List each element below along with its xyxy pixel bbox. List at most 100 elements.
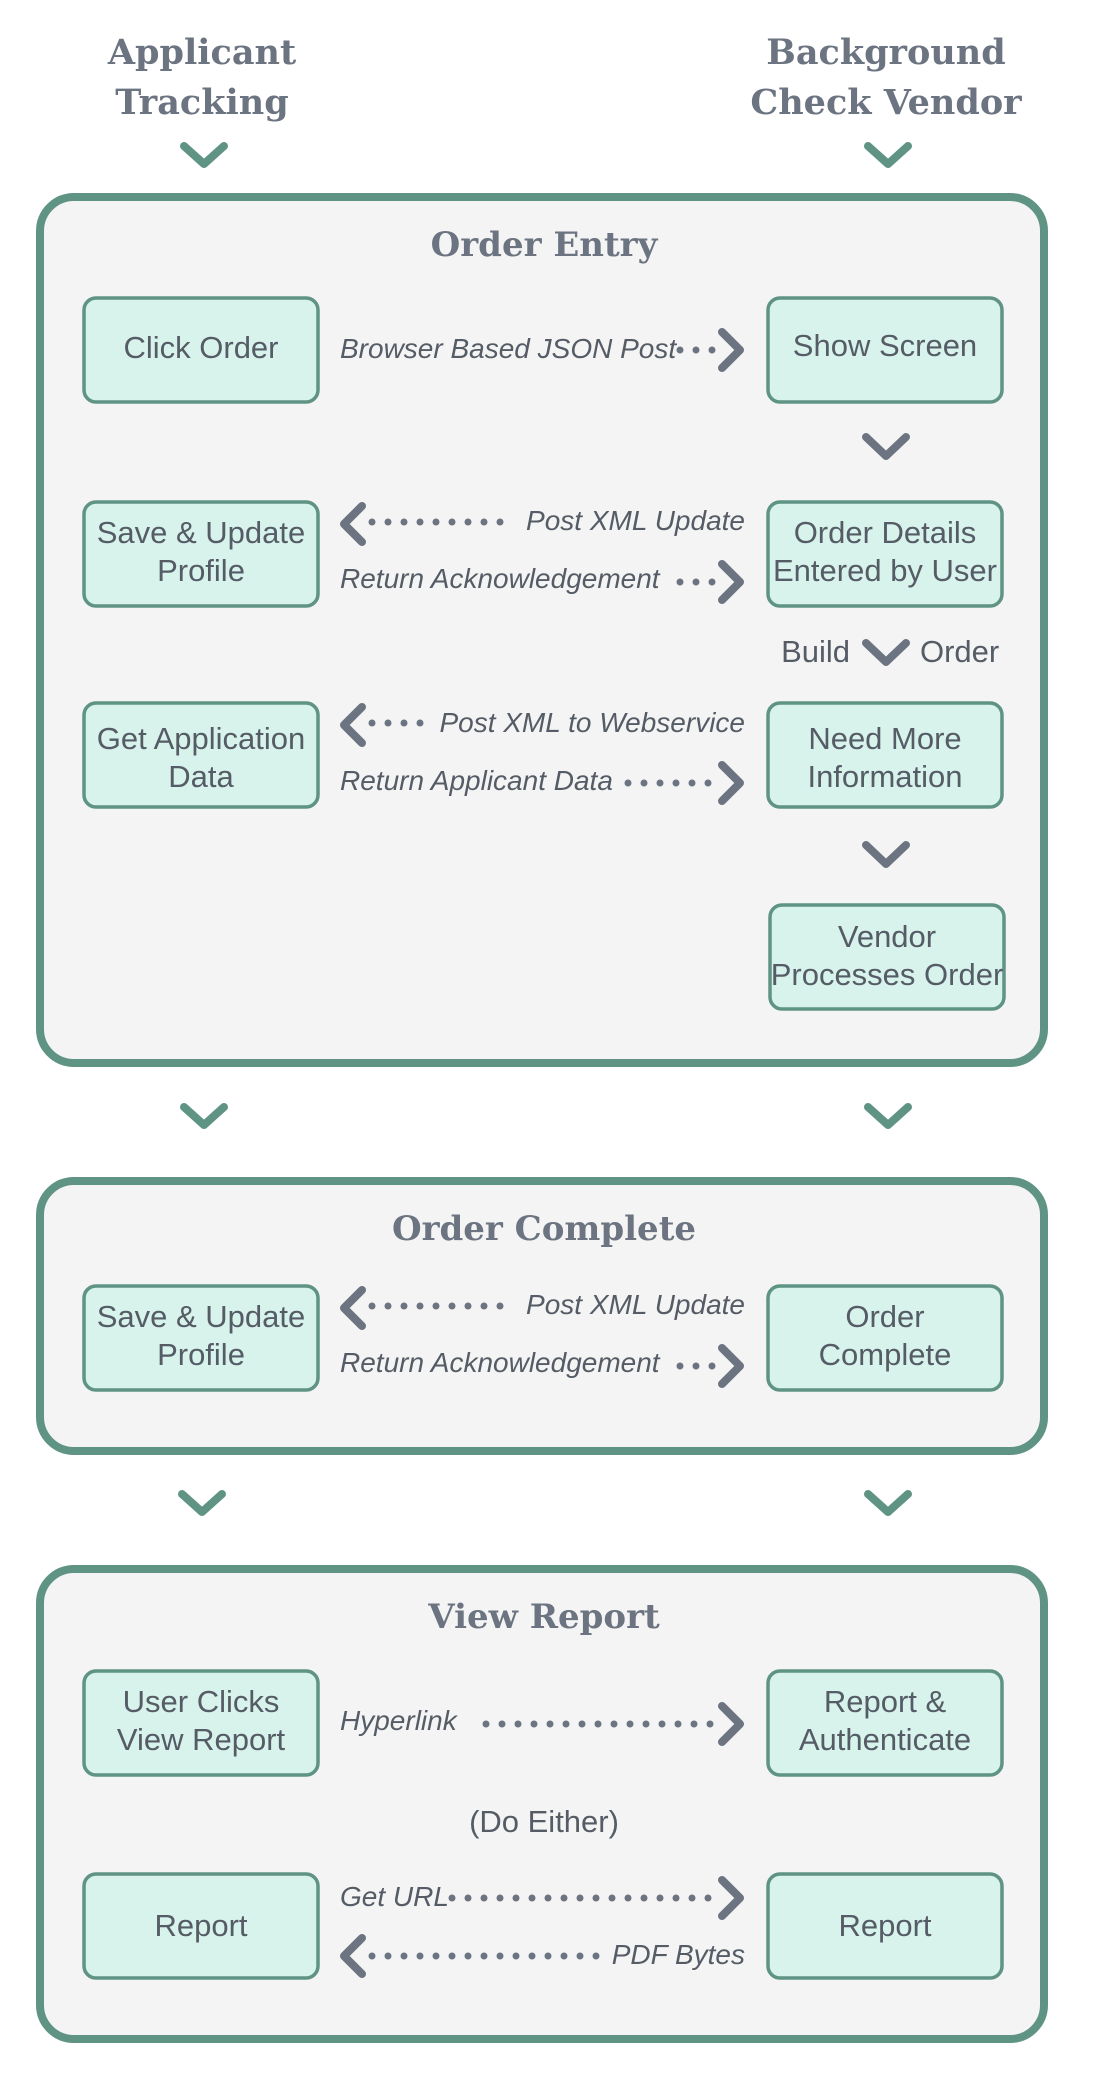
arrow-left: [340, 1286, 516, 1330]
arrow-left-icon: [340, 502, 366, 546]
node-vendor-processes-order: Vendor Processes Order: [768, 903, 1006, 1011]
node-label: Order: [845, 1299, 924, 1334]
node-label: Get Application: [97, 721, 306, 756]
section-order-complete: Order Complete Save & Update Profile Pos…: [36, 1177, 1048, 1455]
edge-label-return-applicant-data: Return Applicant Data: [340, 765, 613, 796]
build-label: Build: [781, 634, 850, 669]
lane-title-line-2: Check Vendor: [750, 82, 1022, 123]
node-box: [766, 500, 1004, 608]
node-label: User Clicks: [123, 1684, 280, 1719]
chevron-down-icon: [180, 1103, 228, 1129]
chevron-down-icon: [864, 1490, 912, 1516]
node-label: Click Order: [123, 330, 278, 365]
lane-title-line-1: Applicant: [107, 32, 296, 73]
node-need-more-information: Need More Information: [766, 701, 1004, 809]
node-label: Profile: [157, 1337, 245, 1372]
edge-label-post-xml-update: Post XML Update: [526, 1289, 745, 1320]
edge-label-browser-json-post: Browser Based JSON Post: [340, 333, 677, 364]
node-box: [766, 1669, 1004, 1777]
edge-label-get-url: Get URL: [340, 1881, 449, 1912]
node-box: [82, 1284, 320, 1392]
arrow-left: [340, 703, 432, 747]
chevron-down-icon: [862, 433, 910, 460]
node-save-update-profile: Save & Update Profile: [82, 1284, 320, 1392]
node-label: Information: [807, 759, 962, 794]
section-title: Order Complete: [392, 1209, 696, 1249]
node-box: [766, 1872, 1004, 1980]
arrow-right-icon: [718, 1702, 744, 1746]
node-click-order: Click Order: [82, 296, 320, 404]
node-box: [766, 296, 1004, 404]
edge-label-hyperlink: Hyperlink: [340, 1705, 459, 1736]
edge-label-return-acknowledgement: Return Acknowledgement: [340, 563, 661, 594]
node-box: [82, 1872, 320, 1980]
do-either-label: (Do Either): [469, 1804, 619, 1839]
arrow-right-icon: [718, 1876, 744, 1920]
edge-label-pdf-bytes: PDF Bytes: [612, 1939, 745, 1970]
edge-label-return-acknowledgement: Return Acknowledgement: [340, 1347, 661, 1378]
node-report-authenticate: Report & Authenticate: [766, 1669, 1004, 1777]
arrow-right: [676, 1344, 744, 1388]
arrow-right: [482, 1702, 744, 1746]
chevron-down-icon: [864, 1103, 912, 1129]
node-label: View Report: [117, 1722, 286, 1757]
chevron-down-icon: [864, 142, 912, 168]
arrow-left: [340, 502, 516, 546]
node-order-complete: Order Complete: [766, 1284, 1004, 1392]
node-label: Order Details: [794, 515, 977, 550]
node-label: Processes Order: [771, 957, 1004, 992]
lane-title-line-2: Tracking: [115, 82, 288, 123]
order-label: Order: [920, 634, 999, 669]
arrow-left: [340, 1934, 606, 1978]
arrow-right: [448, 1876, 744, 1920]
arrow-left-icon: [340, 703, 366, 747]
arrow-right-icon: [718, 560, 744, 604]
node-label: Show Screen: [793, 328, 977, 363]
node-show-screen: Show Screen: [766, 296, 1004, 404]
section-title: View Report: [427, 1597, 660, 1637]
edge-label-post-xml-update: Post XML Update: [526, 505, 745, 536]
node-box: [82, 701, 320, 809]
arrow-right: [676, 328, 744, 372]
node-get-application-data: Get Application Data: [82, 701, 320, 809]
arrow-left-icon: [340, 1934, 366, 1978]
section-panel: [36, 193, 1048, 1067]
node-box: [768, 903, 1006, 1011]
chevron-down-icon: [180, 142, 228, 168]
lane-header-background-check-vendor: Background Check Vendor: [750, 32, 1022, 168]
node-report-right: Report: [766, 1872, 1004, 1980]
node-label: Vendor: [838, 919, 936, 954]
node-label: Report &: [824, 1684, 947, 1719]
node-label: Data: [168, 759, 234, 794]
arrow-right-icon: [718, 328, 744, 372]
node-label: Need More: [808, 721, 961, 756]
lane-title-line-1: Background: [766, 32, 1005, 73]
node-order-details: Order Details Entered by User: [766, 500, 1004, 608]
lane-header-applicant-tracking: Applicant Tracking: [107, 32, 296, 168]
node-box: [82, 500, 320, 608]
node-report-left: Report: [82, 1872, 320, 1980]
chevron-down-icon: [178, 1490, 226, 1516]
arrow-right-icon: [718, 761, 744, 805]
node-label: Report: [154, 1908, 247, 1943]
node-user-clicks-view-report: User Clicks View Report: [82, 1669, 320, 1777]
edge-label-post-xml-webservice: Post XML to Webservice: [439, 707, 745, 738]
arrow-right: [624, 761, 744, 805]
section-order-entry: Order Entry Click Order Browser Based JS…: [36, 193, 1048, 1067]
node-label: Entered by User: [773, 553, 997, 588]
section-title: Order Entry: [431, 225, 659, 265]
node-box: [766, 701, 1004, 809]
node-label: Complete: [819, 1337, 952, 1372]
section-view-report: View Report User Clicks View Report Hype…: [36, 1565, 1048, 2043]
node-label: Report: [838, 1908, 931, 1943]
node-save-update-profile: Save & Update Profile: [82, 500, 320, 608]
arrow-right-icon: [718, 1344, 744, 1388]
node-label: Save & Update: [97, 1299, 306, 1334]
chevron-down-icon: [862, 841, 910, 868]
arrow-right: [676, 560, 744, 604]
arrow-left-icon: [340, 1286, 366, 1330]
node-box: [82, 296, 320, 404]
node-label: Save & Update: [97, 515, 306, 550]
node-label: Authenticate: [799, 1722, 971, 1757]
node-box: [766, 1284, 1004, 1392]
